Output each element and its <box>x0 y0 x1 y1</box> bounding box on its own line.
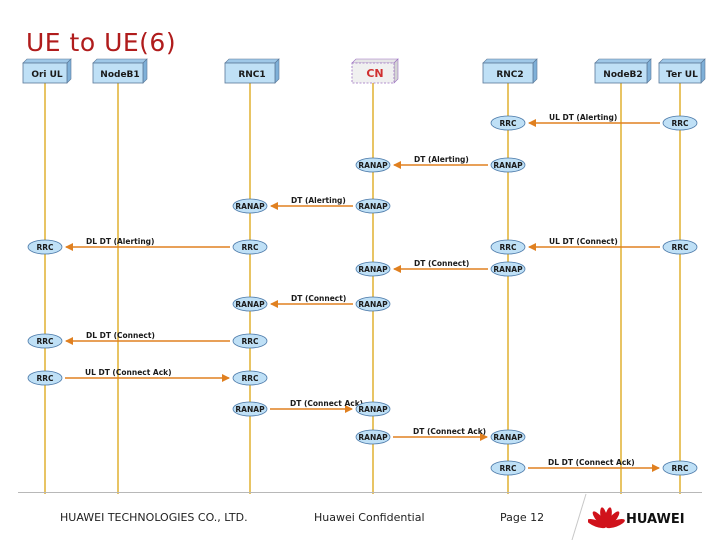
protocol-node: RRC <box>662 239 698 255</box>
protocol-node: RRC <box>232 333 268 349</box>
entity-label: NodeB2 <box>603 70 642 80</box>
protocol-node-label: RANAP <box>493 161 523 170</box>
entity-header: Ter UL <box>658 58 706 84</box>
protocol-node: RRC <box>490 239 526 255</box>
lifelines <box>44 83 681 494</box>
protocol-node-label: RANAP <box>358 202 388 211</box>
protocol-node: RANAP <box>355 296 391 312</box>
protocol-node: RRC <box>662 115 698 131</box>
entity-header: Ori UL <box>22 58 72 84</box>
protocol-node: RANAP <box>232 401 268 417</box>
protocol-node-label: RRC <box>36 337 54 346</box>
message-label: DT (Connect) <box>414 259 469 268</box>
protocol-node-label: RRC <box>241 337 259 346</box>
message-arrows: UL DT (Alerting) DT (Alerting) DT (Alertin… <box>65 113 660 472</box>
protocol-node-label: RANAP <box>235 202 265 211</box>
message-label: UL DT (Alerting) <box>549 113 617 122</box>
entity-headers: Ori UL NodeB1 RNC1 CN RNC2 NodeB2 Ter UL <box>22 58 706 84</box>
message-label: DT (Connect Ack) <box>290 399 363 408</box>
protocol-node: RANAP <box>490 157 526 173</box>
entity-label: RNC1 <box>238 70 265 80</box>
message-label: DL DT (Alerting) <box>86 237 154 246</box>
svg-text:HUAWEI: HUAWEI <box>626 512 685 527</box>
protocol-node-label: RRC <box>671 464 689 473</box>
entity-label: CN <box>366 67 383 80</box>
huawei-logo-icon <box>588 507 625 529</box>
protocol-node-label: RANAP <box>493 265 523 274</box>
protocol-node: RANAP <box>355 157 391 173</box>
footer-divider <box>18 492 702 493</box>
protocol-node: RRC <box>27 370 63 386</box>
entity-label: Ori UL <box>31 70 63 80</box>
protocol-node: RANAP <box>355 429 391 445</box>
protocol-node: RRC <box>490 115 526 131</box>
entity-header: RNC1 <box>224 58 280 84</box>
entity-header: NodeB1 <box>92 58 148 84</box>
message-label: DL DT (Connect) <box>86 331 155 340</box>
protocol-node-label: RANAP <box>358 161 388 170</box>
protocol-node-label: RRC <box>499 119 517 128</box>
protocol-node: RRC <box>232 239 268 255</box>
footer-page-number: Page 12 <box>500 511 545 524</box>
protocol-node: RANAP <box>490 261 526 277</box>
message-label: DT (Connect Ack) <box>413 427 486 436</box>
protocol-node-label: RRC <box>36 374 54 383</box>
protocol-node-label: RANAP <box>235 300 265 309</box>
entity-header: RNC2 <box>482 58 538 84</box>
protocol-node: RANAP <box>232 296 268 312</box>
page-title: UE to UE(6) <box>26 28 177 57</box>
protocol-node: RRC <box>662 460 698 476</box>
entity-label: RNC2 <box>496 70 523 80</box>
message-label: DL DT (Connect Ack) <box>548 458 635 467</box>
message-label: DT (Alerting) <box>291 196 346 205</box>
protocol-node-label: RANAP <box>358 405 388 414</box>
entity-header: CN <box>351 58 399 84</box>
protocol-node-label: RANAP <box>358 433 388 442</box>
huawei-logo: HUAWEI <box>588 507 685 529</box>
message-label: DT (Alerting) <box>414 155 469 164</box>
protocol-nodes: RRC RRC RANAP RANAP RANAP RANAP RRC RRC RRC RRC RA… <box>27 115 698 476</box>
protocol-node-label: RANAP <box>358 265 388 274</box>
message-label: DT (Connect) <box>291 294 346 303</box>
protocol-node: RANAP <box>232 198 268 214</box>
protocol-node: RRC <box>490 460 526 476</box>
protocol-node: RANAP <box>355 198 391 214</box>
message-label: UL DT (Connect Ack) <box>85 368 172 377</box>
protocol-node-label: RRC <box>241 243 259 252</box>
protocol-node-label: RANAP <box>493 433 523 442</box>
protocol-node: RANAP <box>490 429 526 445</box>
protocol-node: RANAP <box>355 261 391 277</box>
protocol-node: RRC <box>27 333 63 349</box>
protocol-node-label: RANAP <box>358 300 388 309</box>
footer-company: HUAWEI TECHNOLOGIES CO., LTD. <box>60 511 248 524</box>
footer-accent <box>571 493 587 540</box>
message-label: UL DT (Connect) <box>549 237 618 246</box>
entity-header: NodeB2 <box>594 58 652 84</box>
footer-confidential: Huawei Confidential <box>314 511 425 524</box>
protocol-node: RRC <box>232 370 268 386</box>
protocol-node-label: RRC <box>499 243 517 252</box>
protocol-node: RRC <box>27 239 63 255</box>
protocol-node-label: RRC <box>241 374 259 383</box>
protocol-node: RANAP <box>355 401 391 417</box>
entity-label: Ter UL <box>666 70 698 80</box>
protocol-node-label: RRC <box>671 243 689 252</box>
protocol-node-label: RRC <box>36 243 54 252</box>
protocol-node-label: RANAP <box>235 405 265 414</box>
protocol-node-label: RRC <box>671 119 689 128</box>
entity-label: NodeB1 <box>100 70 139 80</box>
protocol-node-label: RRC <box>499 464 517 473</box>
